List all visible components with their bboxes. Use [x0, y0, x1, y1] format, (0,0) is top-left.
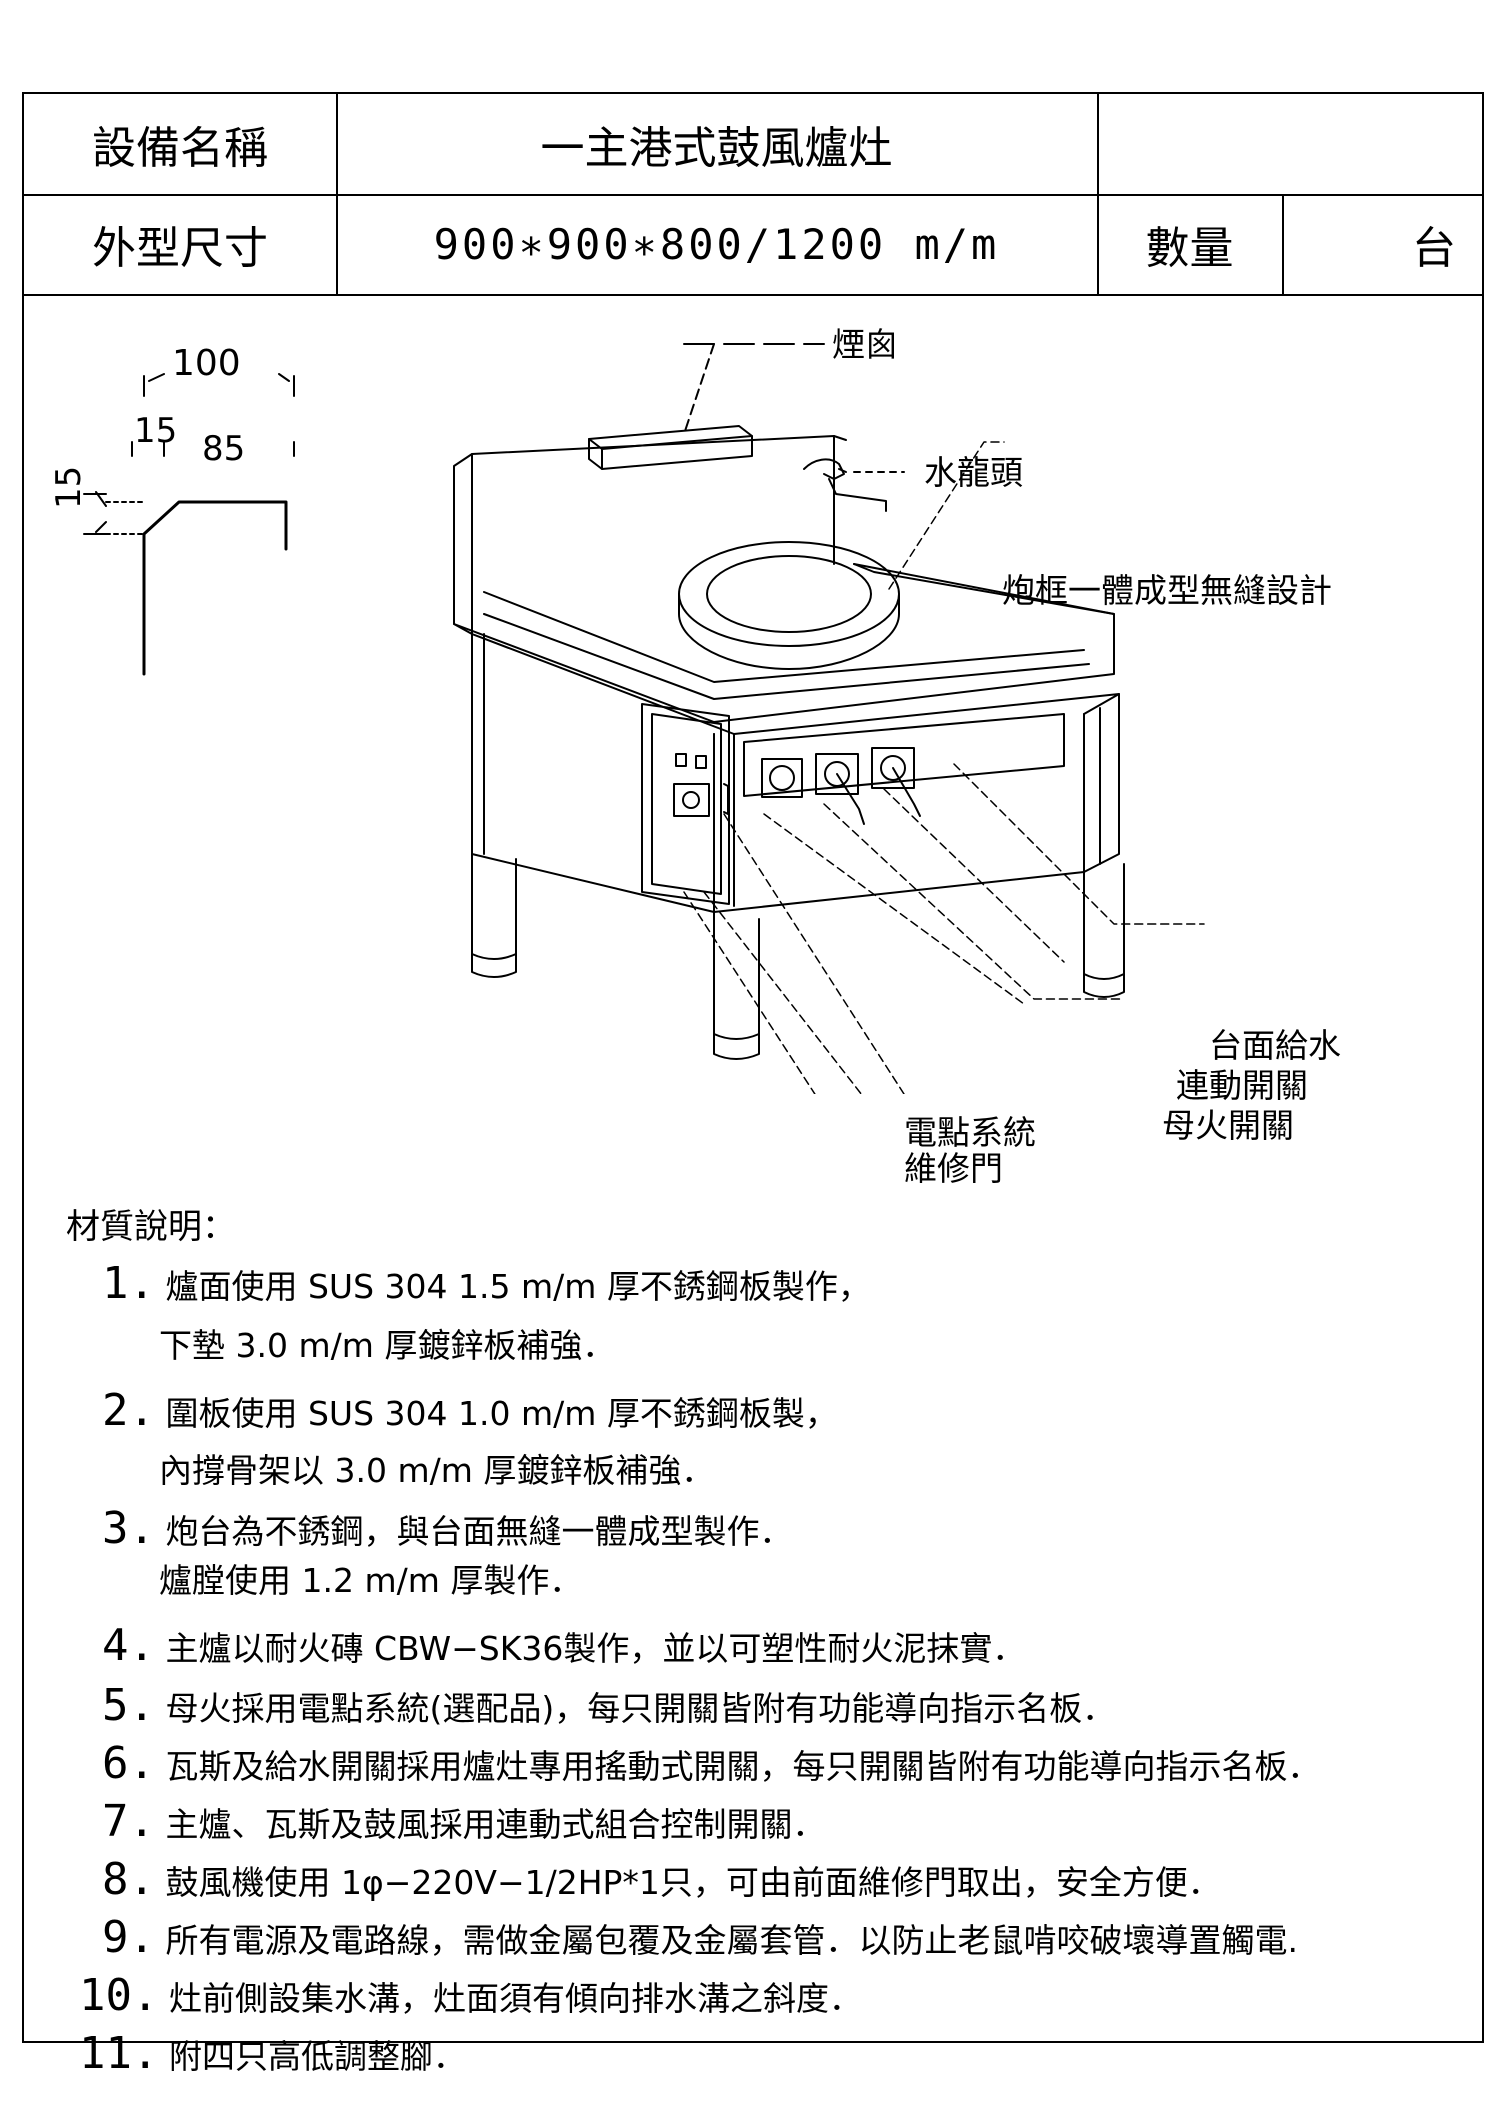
maintenance-door — [641, 703, 730, 905]
dimensions-label: 外型尺寸 — [92, 223, 268, 274]
control-panel — [743, 713, 1065, 825]
dimensions-value: 900∗900∗800/1200 m/m — [433, 219, 1000, 269]
adjustable-legs — [471, 848, 1125, 1060]
dim-height: 15 — [49, 465, 89, 509]
dim-inner-width: 85 — [202, 429, 246, 469]
callout-linked-switch: 連動開關 — [1176, 1066, 1308, 1105]
leader-lines — [683, 441, 1205, 1094]
callout-chimney: 煙囪 — [832, 325, 898, 364]
equipment-name-label: 設備名稱 — [92, 123, 268, 174]
note-4: 4. 主爐以耐火磚 CBW−SK36製作，並以可塑性耐火泥抹實． — [102, 1620, 1026, 1671]
dim-top-width: 100 — [172, 343, 241, 384]
header-bottom-border — [24, 294, 1482, 296]
header-col-divider-1 — [336, 94, 338, 294]
header-col-divider-3 — [1282, 194, 1284, 294]
note-10: 10. 灶前側設集水溝，灶面須有傾向排水溝之斜度． — [79, 1970, 862, 2021]
note-11: 11. 附四只高低調整腳． — [79, 2028, 466, 2079]
callout-maintenance-door: 維修門 — [904, 1149, 1003, 1188]
note-1: 1. 爐面使用 SUS 304 1.5 m/m 厚不銹鋼板製作， — [102, 1258, 871, 1309]
note-1-cont: 下墊 3.0 m/m 厚鍍鋅板補強． — [159, 1326, 616, 1365]
callout-frame: 炮框一體成型無縫設計 — [1002, 571, 1332, 610]
header-divider — [24, 194, 1482, 196]
faucet — [803, 458, 905, 512]
note-6: 6. 瓦斯及給水開關採用爐灶專用搖動式開關，每只開關皆附有功能導向指示名板． — [102, 1738, 1321, 1789]
note-2: 2. 圍板使用 SUS 304 1.0 m/m 厚不銹鋼板製， — [102, 1385, 838, 1436]
stove-drawing — [83, 343, 1205, 1094]
stove-cabinet — [453, 483, 1120, 913]
callout-pilot-switch: 母火開關 — [1162, 1106, 1294, 1145]
dim-left-offset: 15 — [134, 411, 178, 451]
back-splash — [453, 435, 847, 517]
equipment-name-value: 一主港式鼓風爐灶 — [540, 123, 893, 174]
notes-title: 材質說明： — [66, 1207, 236, 1247]
edge-profile-detail — [83, 373, 295, 676]
note-5: 5. 母火採用電點系統(選配品)，每只開關皆附有功能導向指示名板． — [102, 1680, 1116, 1731]
note-3: 3. 炮台為不銹鋼，與台面無縫一體成型製作． — [102, 1503, 793, 1554]
note-8: 8. 鼓風機使用 1φ−220V−1/2HP*1只，可由前面維修門取出，安全方便… — [102, 1854, 1221, 1905]
chimney — [588, 343, 825, 470]
spec-sheet: 設備名稱 一主港式鼓風爐灶 外型尺寸 900∗900∗800/1200 m/m … — [22, 92, 1484, 2076]
callout-countertop-water: 台面給水 — [1209, 1026, 1341, 1065]
note-7: 7. 主爐、瓦斯及鼓風採用連動式組合控制開關． — [102, 1796, 826, 1847]
note-3-cont: 爐膛使用 1.2 m/m 厚製作． — [159, 1561, 583, 1600]
quantity-label: 數量 — [1145, 223, 1234, 274]
unit-value: 台 — [1412, 223, 1456, 274]
wok-ring — [678, 541, 900, 670]
note-2-cont: 內撐骨架以 3.0 m/m 厚鍍鋅板補強． — [159, 1451, 715, 1490]
note-9: 9. 所有電源及電路線，需做金屬包覆及金屬套管．以防止老鼠啃咬破壞導置觸電. — [102, 1912, 1298, 1963]
header-col-divider-2 — [1097, 94, 1099, 294]
callout-ignition-system: 電點系統 — [904, 1113, 1036, 1152]
callout-faucet: 水龍頭 — [924, 453, 1023, 492]
